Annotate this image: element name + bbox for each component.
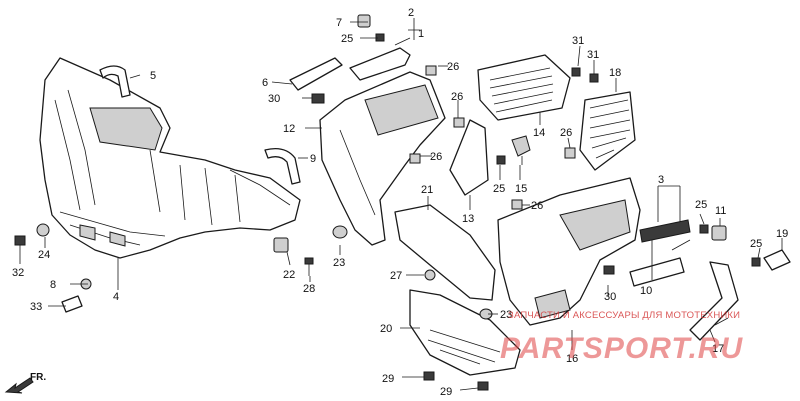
callout-31-a: 31 xyxy=(572,35,584,47)
part-20-under-cover xyxy=(409,289,521,376)
watermark-logo: PARTSPORT.RU xyxy=(500,332,743,365)
part-28-screw xyxy=(304,257,314,276)
callout-26-a: 26 xyxy=(447,61,459,73)
part-14-duct xyxy=(477,54,571,121)
callout-29-b: 29 xyxy=(440,386,452,398)
part-26-clip-d xyxy=(511,199,523,210)
part-19-bracket xyxy=(763,249,791,271)
callout-8: 8 xyxy=(50,279,56,291)
callout-26-b: 26 xyxy=(451,91,463,103)
callout-23: 23 xyxy=(333,257,345,269)
part-31-nut-b xyxy=(589,73,599,83)
part-25-screw-right xyxy=(699,224,709,234)
callout-9: 9 xyxy=(310,153,316,165)
part-27-clip xyxy=(424,269,436,281)
part-lamp-lower xyxy=(629,257,685,287)
callout-15: 15 xyxy=(515,183,527,195)
part-26-clip-c xyxy=(409,153,421,164)
callout-18: 18 xyxy=(609,67,621,79)
part-32-bolt xyxy=(14,235,26,258)
callout-30-lower: 30 xyxy=(604,291,616,303)
part-1-bracket xyxy=(349,37,411,81)
callout-26-d: 26 xyxy=(531,200,543,212)
callout-31-b: 31 xyxy=(587,49,599,61)
part-16-outer-cowl xyxy=(497,177,641,326)
leader-lines xyxy=(19,18,783,391)
callout-5: 5 xyxy=(150,70,156,82)
callout-25-mid: 25 xyxy=(493,183,505,195)
part-26-clip-a xyxy=(425,65,437,76)
part-25-screw-mid xyxy=(496,155,506,165)
part-11-grommet xyxy=(711,225,727,241)
callout-21: 21 xyxy=(421,184,433,196)
callout-19: 19 xyxy=(776,228,788,240)
callout-30-upper: 30 xyxy=(268,93,280,105)
part-23-grommet xyxy=(332,225,348,239)
part-9-hose xyxy=(264,147,301,185)
part-5-hose xyxy=(99,65,131,98)
part-12-inner-panel xyxy=(319,71,446,246)
part-33-bolt xyxy=(61,295,83,313)
callout-33: 33 xyxy=(30,301,42,313)
part-13-stay xyxy=(449,119,489,196)
callout-25-right: 25 xyxy=(695,199,707,211)
callout-12: 12 xyxy=(283,123,295,135)
part-25-screw-top xyxy=(375,33,385,42)
callout-22: 22 xyxy=(283,269,295,281)
front-direction-indicator: FR. xyxy=(4,372,46,394)
callout-13: 13 xyxy=(462,213,474,225)
callout-labels: 1 2 3 4 5 6 7 8 9 10 11 12 13 14 15 16 1… xyxy=(12,7,788,398)
part-4-lower-cowl xyxy=(39,57,301,259)
watermark-tagline: ЗАПЧАСТИ И АКСЕССУАРЫ ДЛЯ МОТОТЕХНИКИ xyxy=(508,310,740,321)
callout-11: 11 xyxy=(715,205,726,217)
callout-16: 16 xyxy=(566,353,578,365)
part-10-lamp xyxy=(639,219,691,243)
part-7-nut xyxy=(357,14,371,28)
watermark: ЗАПЧАСТИ И АКСЕССУАРЫ ДЛЯ МОТОТЕХНИКИ PA… xyxy=(500,310,743,365)
callout-20: 20 xyxy=(380,323,392,335)
callout-2: 2 xyxy=(408,7,414,19)
part-22-clip xyxy=(273,237,289,253)
callout-26-c: 26 xyxy=(430,151,442,163)
callout-1: 1 xyxy=(418,28,424,40)
front-arrow-icon xyxy=(4,377,34,394)
part-17-trim xyxy=(689,261,739,341)
callout-27: 27 xyxy=(390,270,402,282)
callout-3: 3 xyxy=(658,174,664,186)
callout-26-e: 26 xyxy=(560,127,572,139)
part-15-clip xyxy=(511,135,531,165)
callout-23-lower: 23 xyxy=(500,309,512,321)
callout-29-a: 29 xyxy=(382,373,394,385)
part-25-screw-far-right xyxy=(751,257,761,267)
callout-6: 6 xyxy=(262,77,268,89)
part-29-screw-a xyxy=(423,371,435,381)
part-30-bolt-upper xyxy=(311,93,325,104)
part-6-bracket xyxy=(289,57,343,91)
part-18-grille xyxy=(579,91,636,171)
callout-28: 28 xyxy=(303,283,315,295)
callout-4: 4 xyxy=(113,291,119,303)
front-direction-label: FR. xyxy=(30,372,46,383)
callout-10: 10 xyxy=(640,285,652,297)
part-30-bolt-lower xyxy=(603,265,615,275)
callout-25-top: 25 xyxy=(341,33,353,45)
callout-7: 7 xyxy=(336,17,342,29)
part-26-clip-right xyxy=(564,147,576,159)
callout-25-far-right: 25 xyxy=(750,238,762,250)
callout-17: 17 xyxy=(712,343,724,355)
callout-32: 32 xyxy=(12,267,24,279)
callout-14: 14 xyxy=(533,127,545,139)
part-21-panel xyxy=(394,204,496,301)
part-26-clip-b xyxy=(453,117,465,128)
part-29-screw-b xyxy=(477,381,489,391)
callout-24: 24 xyxy=(38,249,50,261)
part-24-grommet xyxy=(36,223,50,237)
part-31-nut-a xyxy=(571,67,581,77)
